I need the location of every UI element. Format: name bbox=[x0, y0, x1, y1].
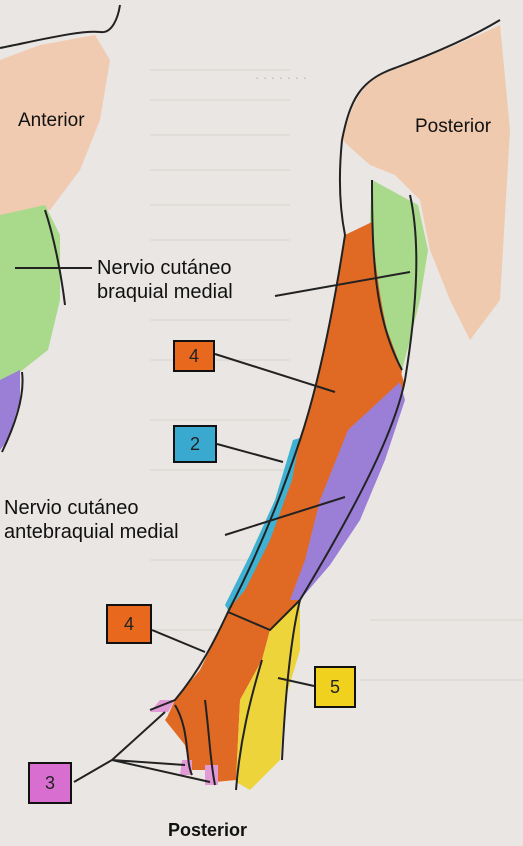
leader-hand-4 bbox=[152, 630, 205, 652]
medial-brachial-label: Nervio cutáneo braquial medial bbox=[97, 256, 233, 304]
leader-upper-2 bbox=[217, 444, 283, 462]
marker-upper-4: 4 bbox=[173, 340, 215, 372]
bottom-posterior-label: Posterior bbox=[168, 820, 247, 841]
marker-upper-2: 2 bbox=[173, 425, 217, 463]
marker-hand-4: 4 bbox=[106, 604, 152, 644]
medial-antebrachial-label: Nervio cutáneo antebraquial medial bbox=[4, 496, 179, 544]
anterior-purple-region bbox=[0, 370, 20, 450]
anterior-arm bbox=[0, 5, 120, 452]
ghost-text: · · · · · · · bbox=[255, 70, 307, 85]
medial-brachial-line1: Nervio cutáneo bbox=[97, 256, 233, 280]
anterior-label: Anterior bbox=[18, 110, 85, 132]
medial-brachial-line2: braquial medial bbox=[97, 280, 233, 304]
medial-antebrachial-line2: antebraquial medial bbox=[4, 520, 179, 544]
posterior-label: Posterior bbox=[415, 116, 491, 138]
marker-hand-3: 3 bbox=[28, 762, 72, 804]
marker-hand-5: 5 bbox=[314, 666, 356, 708]
medial-antebrachial-line1: Nervio cutáneo bbox=[4, 496, 179, 520]
